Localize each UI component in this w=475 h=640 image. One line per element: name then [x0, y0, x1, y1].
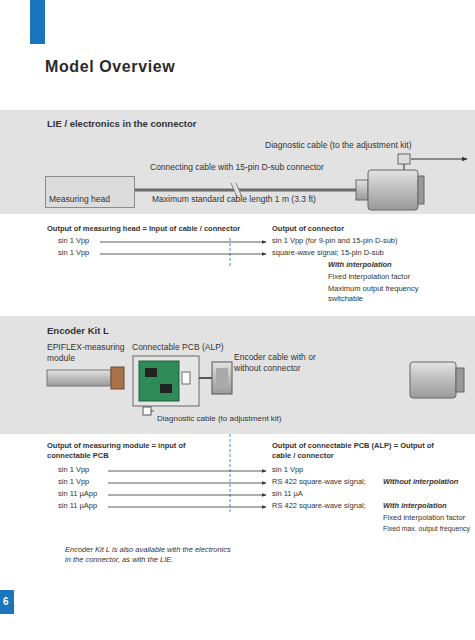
connectable-pcb: Connectable PCB (ALP) [132, 342, 232, 414]
diagnostic-plug [143, 407, 151, 415]
diagnostic-arrow [411, 159, 467, 160]
signal-name: sin 1 Vpp [272, 465, 303, 475]
dimension-label: Maximum standard cable length 1 m (3.3 f… [152, 194, 316, 205]
pcb-connector-face [216, 368, 228, 388]
interface-line [230, 238, 231, 268]
section-heading: Output of measuring head = Input of cabl… [47, 224, 240, 234]
note: Fixed max. output frequency [383, 525, 470, 534]
signal-arrow [100, 254, 266, 255]
cable-label: Diagnostic cable (to adjustment kit) [157, 414, 282, 424]
node-label: Measuring head [49, 194, 110, 205]
measuring-module: EPIFLEX-measuring module [45, 342, 125, 390]
connector-face [418, 176, 424, 204]
chip [160, 384, 172, 393]
signal-name: sin 1 Vpp [58, 236, 89, 246]
node-label: EPIFLEX-measuring module [47, 342, 125, 364]
node-label: Encoder cable with or without connector [234, 352, 334, 374]
pcb-socket [182, 372, 190, 384]
measuring-head-box: Measuring head [45, 176, 135, 208]
chip [145, 368, 157, 377]
panel-ground [0, 316, 475, 434]
interpolation-note: With interpolation [383, 501, 447, 511]
cable [135, 189, 357, 192]
cable-connector: Encoder cable with or without connector [410, 356, 466, 398]
pcb-housing [133, 356, 199, 406]
pcb-board [139, 361, 179, 401]
signal-name: sin 1 Vpp [58, 465, 89, 475]
signal-name: RS 422 square-wave signal; [272, 477, 366, 487]
cable-connector [410, 362, 456, 398]
module-body [47, 370, 111, 386]
signal-name: sin 1 Vpp (for 9-pin and 15-pin D-sub) [272, 236, 397, 246]
caption: Encoder Kit L is also available with the… [65, 545, 235, 565]
page-number: 6 [3, 595, 9, 608]
signal-name: RS 422 square-wave signal; [272, 501, 366, 511]
signal-name: square-wave signal; 15-pin D-sub [272, 248, 384, 258]
page-number-tab [0, 590, 14, 614]
signal-name: sin 11 µA [272, 489, 303, 499]
note: Fixed interpolation factor [328, 272, 410, 282]
interpolation-note: With interpolation [328, 260, 392, 270]
signal-name: sin 11 µApp [58, 489, 97, 499]
node-label: Connectable PCB (ALP) [132, 342, 224, 353]
section-heading: Output of connectable PCB (ALP) = Output… [272, 441, 437, 461]
pcb-lead [199, 377, 212, 379]
note: Fixed interpolation factor [383, 513, 465, 523]
pcb-connector [212, 362, 232, 394]
cable-label: Diagnostic cable (to the adjustment kit) [265, 140, 411, 151]
connector-face [456, 368, 464, 392]
corner-bar [30, 0, 45, 44]
panel-heading: LIE / electronics in the connector [47, 118, 196, 130]
signal-arrow [108, 507, 266, 508]
signal-arrow [108, 471, 266, 472]
panel-heading: Encoder Kit L [47, 325, 109, 337]
signal-arrow [100, 242, 266, 243]
cable-plug [356, 180, 368, 200]
cable-label: Connecting cable with 15-pin D-sub conne… [150, 162, 324, 173]
signal-arrow [108, 483, 266, 484]
signal-arrow [108, 495, 266, 496]
interpolation-note: Without interpolation [383, 477, 458, 487]
d-sub-connector [368, 170, 418, 210]
section-heading: Output of connector [272, 224, 344, 234]
signal-name: sin 11 µApp [58, 501, 97, 511]
page-title: Model Overview [45, 57, 175, 78]
diagnostic-wire [403, 164, 405, 170]
panel-ground [0, 110, 475, 214]
section-heading: Output of measuring module = input of co… [47, 441, 187, 461]
signal-name: sin 1 Vpp [58, 477, 89, 487]
interface-line [230, 434, 231, 512]
module-flange [111, 367, 124, 389]
diagnostic-plug [398, 154, 410, 164]
diagnostic-wire [151, 411, 154, 412]
note: Maximum output frequency switchable [328, 284, 436, 304]
signal-name: sin 1 Vpp [58, 248, 89, 258]
